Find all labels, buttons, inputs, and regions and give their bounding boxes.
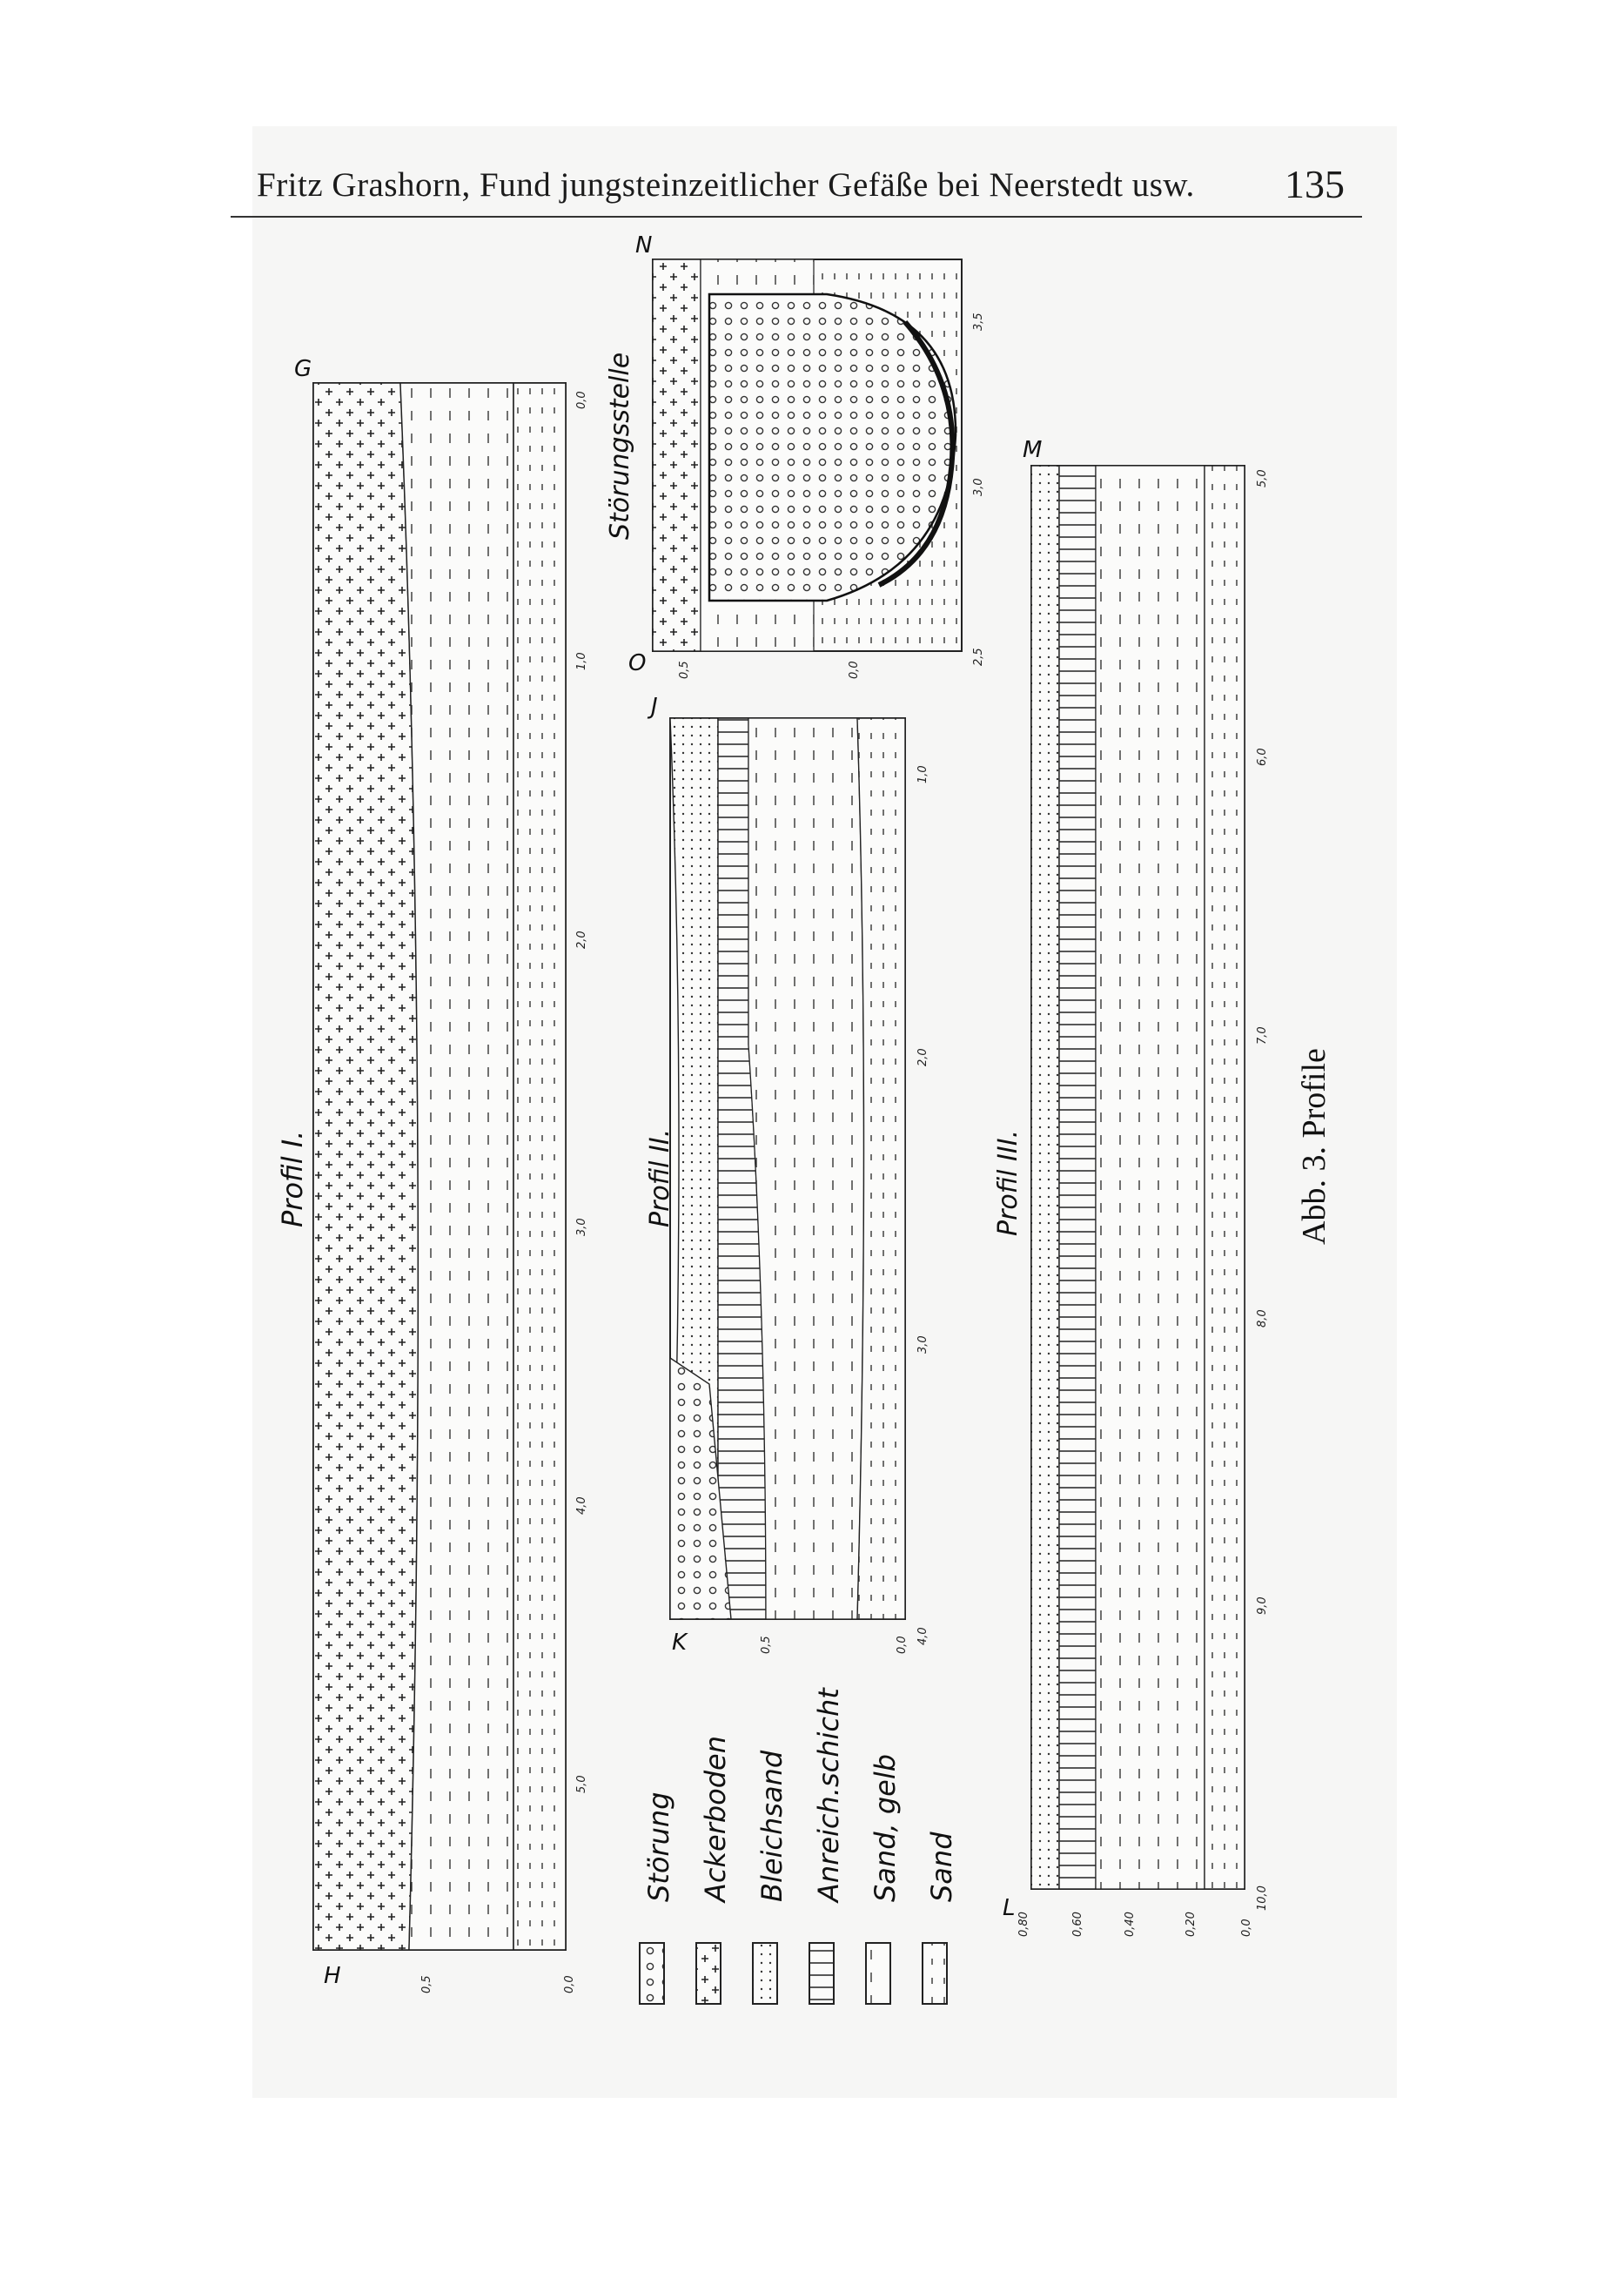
profil-3-title: Profil III. [993,1130,1023,1236]
profil-3-sand [1204,465,1245,1890]
profil-2-title: Profil II. [645,1129,675,1227]
profil-2-tick: 2,0 [916,1048,929,1066]
legend-label-stoerung: Störung [642,1792,675,1902]
profil-3-tick: 6,0 [1256,748,1269,766]
profil-1-sand-gelb [399,382,514,1951]
legend-label-sand-gelb: Sand, gelb [869,1754,902,1902]
profil-3-depth: 0,40 [1124,1912,1137,1937]
profil-1-title: Profil I. [276,1131,309,1227]
stoerungsstelle-depth: 0,5 [678,661,691,679]
profil-3-depth: 0,60 [1071,1912,1084,1937]
profil-3-sand-gelb [1095,465,1205,1890]
legend-label-anreicherung: Anreich.schicht [812,1687,845,1904]
profil-2-depth: 0,0 [896,1636,909,1654]
profil-1-end-h: H [324,1963,341,1989]
profil-3-end-l: L [1003,1895,1016,1921]
profil-2-sand [856,717,906,1620]
legend: Störung Ackerboden Bleichsand Anreich.sc… [639,1687,958,2005]
stoerungsstelle-tick: 3,0 [972,478,985,496]
profil-3-tick: 9,0 [1256,1596,1269,1615]
stoerungsstelle-depth: 0,0 [848,661,861,679]
profil-2-end-k: K [672,1630,688,1656]
profil-2-tick: 3,0 [916,1335,929,1354]
profil-3: Profil III. M L 5,0 6,0 7,0 8,0 9,0 10,0… [993,437,1269,1937]
stoerungsstelle-tick: 3,5 [972,313,985,331]
stoerungsstelle-pit [708,292,957,602]
figure-caption: Abb. 3. Profile [1296,1048,1332,1245]
profil-1-tick: 4,0 [575,1496,588,1515]
profil-2-depth: 0,5 [760,1636,773,1654]
profil-1-ackerboden [312,382,419,1951]
profil-1-tick: 2,0 [575,931,588,949]
profil-1-tick: 5,0 [575,1775,588,1793]
legend-swatch-sand [922,1942,948,2005]
profil-3-tick: 5,0 [1256,469,1269,487]
legend-label-sand: Sand [925,1832,958,1902]
profil-1-depth: 0,0 [563,1975,576,1993]
profil-1-tick: 0,0 [575,391,588,409]
legend-label-bleichsand: Bleichsand [755,1750,789,1902]
profil-3-depth: 0,80 [1017,1912,1030,1937]
profil-3-anreicherung [1058,465,1097,1890]
legend-label-ackerboden: Ackerboden [699,1736,732,1904]
legend-swatch-anreicherung [809,1942,835,2005]
profil-3-bleichsand [1030,465,1060,1890]
profil-2-tick: 1,0 [916,765,929,783]
profil-2-sand-gelb [748,717,865,1620]
legend-swatch-sand-gelb [865,1942,891,2005]
profil-2: Profil II. J K 1,0 2,0 3,0 4,0 0,5 0,0 [645,694,929,1656]
stoerungsstelle-end-o: O [628,650,646,676]
legend-swatch-stoerung [639,1942,665,2005]
profil-1-end-g: G [294,356,312,382]
profil-3-tick: 7,0 [1256,1026,1269,1045]
stoerungsstelle-title: Störungsstelle [605,353,635,540]
profil-3-tick: 10,0 [1256,1885,1269,1911]
header-rule [231,216,1362,218]
profil-1-sand [513,382,567,1951]
legend-swatch-ackerboden [695,1942,721,2005]
stoerungsstelle-pit-rim [877,320,956,588]
profil-1-tick: 1,0 [575,652,588,670]
stoerungsstelle-end-n: N [635,232,652,259]
profil-3-depth: 0,0 [1240,1919,1253,1937]
profil-3-depth: 0,20 [1184,1912,1198,1937]
profil-3-end-m: M [1023,437,1042,463]
page-number: 135 [1285,162,1345,206]
stoerungsstelle: Störungsstelle N O 3,5 3,0 2,5 0,5 0,0 [605,232,985,679]
profil-2-tick: 4,0 [916,1627,929,1645]
profil-2-end-j: J [647,694,658,720]
profil-1-depth: 0,5 [420,1975,433,1993]
legend-swatch-bleichsand [752,1942,778,2005]
profil-2-stoerung [669,1356,732,1620]
running-header: Fritz Grashorn, Fund jungsteinzeitlicher… [257,161,1362,213]
stoerungsstelle-tick: 2,5 [972,648,985,666]
profil-3-tick: 8,0 [1256,1309,1269,1327]
profil-1-tick: 3,0 [575,1218,588,1236]
stoerungsstelle-ackerboden [652,259,701,652]
header-title: Fritz Grashorn, Fund jungsteinzeitlicher… [257,166,1195,204]
profil-1: Profil I. G H 0,0 1,0 2,0 3,0 4,0 5,0 0,… [276,356,588,1993]
